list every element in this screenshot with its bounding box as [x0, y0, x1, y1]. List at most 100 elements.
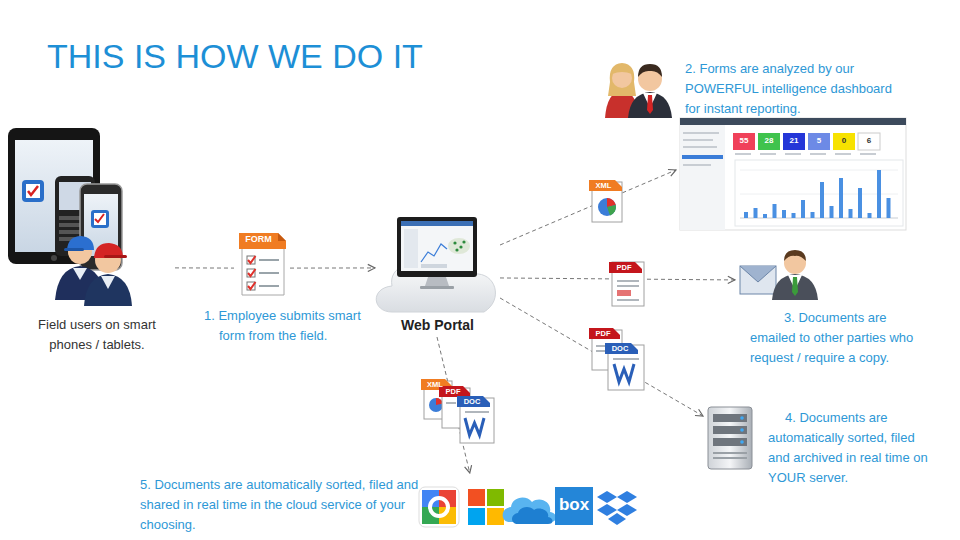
- doc-file-icon: [465, 411, 489, 413]
- web-portal-cloud: [376, 258, 495, 312]
- google-logo: [422, 490, 439, 507]
- doc-file-icon: [613, 358, 639, 360]
- xml-report-icon: [589, 180, 622, 222]
- dashboard-screenshot: [858, 188, 862, 218]
- form-icon: [248, 269, 256, 276]
- field-user-figure: [101, 276, 115, 289]
- dashed-flow-arrow: [500, 278, 735, 280]
- dashed-flow-arrow: [437, 337, 470, 473]
- dashed-flow-arrow: [500, 170, 676, 245]
- web-portal-monitor: [404, 229, 418, 268]
- xml-report-icon: [607, 198, 616, 207]
- web-portal-monitor: [401, 221, 473, 226]
- server-icon: [708, 407, 752, 469]
- dashboard-screenshot: [680, 118, 906, 230]
- file-type-tag: PDF: [589, 330, 617, 338]
- dashboard-screenshot: [783, 133, 805, 150]
- dashboard-screenshot: [683, 164, 711, 166]
- dashed-flow-arrow: [175, 267, 234, 268]
- dashboard-screenshot: [860, 153, 876, 155]
- file-type-tag: PDF: [439, 388, 467, 396]
- dashboard-screenshot: [811, 212, 815, 218]
- pdf-file-icon: [439, 386, 470, 428]
- web-portal-monitor: [397, 217, 477, 277]
- tablet-device: [22, 180, 44, 202]
- server-icon: [740, 416, 744, 420]
- logo-text: box: [555, 496, 593, 513]
- web-portal: Web Portal: [375, 215, 500, 337]
- field-user-figure: [73, 268, 87, 280]
- dashboard-screenshot: [758, 133, 780, 150]
- web-portal-monitor: [425, 277, 449, 286]
- form-icon: [247, 269, 255, 277]
- web-portal-monitor: [397, 217, 477, 289]
- form-icon: [278, 233, 286, 241]
- doc-file-icon: [457, 396, 494, 443]
- web-portal-monitor: [421, 244, 447, 262]
- web-portal-cloud: [376, 258, 495, 312]
- web-portal-monitor: [448, 238, 470, 254]
- dashboard-screenshot: [683, 132, 719, 134]
- office-logo: [487, 508, 504, 525]
- dashboard-screenshot: [735, 153, 751, 155]
- box-logo: [555, 487, 593, 525]
- node-text: 5. Documents are automatically sorted, f…: [140, 475, 420, 535]
- dashboard-screenshot: [760, 153, 776, 155]
- smartphone: [59, 230, 91, 234]
- box-logo: [555, 487, 593, 525]
- xml-report-icon: [421, 379, 452, 419]
- smartphone: [80, 184, 122, 270]
- server-icon: [713, 414, 747, 422]
- onedrive-logo: [503, 497, 556, 522]
- analyst-figure: [638, 67, 662, 91]
- dashed-flow-arrow: [500, 298, 703, 416]
- kpi-number: 55: [733, 137, 755, 145]
- dashboard-screenshot: [833, 133, 855, 150]
- analyst-figure: [628, 92, 672, 118]
- doc-file-icon: [465, 418, 484, 435]
- recipient-figure: [792, 277, 798, 296]
- form-icon: [248, 282, 256, 289]
- dashboard-screenshot: [887, 198, 891, 218]
- dashboard-screenshot: [683, 146, 717, 148]
- dropbox-logo: [597, 491, 617, 503]
- form-icon: [247, 256, 255, 264]
- field-user-figure: [94, 243, 123, 258]
- doc-file-icon: [457, 396, 490, 407]
- dropbox-logo: [597, 504, 617, 516]
- pdf-file-icon: [446, 402, 456, 404]
- pdf-file-icon: [439, 386, 470, 397]
- dashboard-screenshot: [740, 170, 898, 171]
- pdf-file-icon: [596, 345, 606, 347]
- smartphone: [94, 213, 106, 225]
- dashboard-screenshot: [835, 153, 851, 155]
- office-logo: [468, 489, 485, 506]
- analyst-figure: [643, 93, 657, 108]
- form-icon: [259, 259, 279, 261]
- pdf-file-icon: [589, 328, 620, 339]
- node-text: 1. Employee submits smart form from the …: [204, 306, 366, 346]
- node-text: Field users on smart phones / tablets.: [27, 315, 167, 355]
- node-text: Web Portal: [375, 315, 500, 335]
- field-user-figure: [67, 236, 94, 250]
- dashboard-screenshot: [735, 160, 903, 226]
- dashboard-screenshot: [801, 200, 805, 218]
- field-user-figure: [95, 247, 121, 273]
- email-envelope: [740, 266, 776, 294]
- dashboard-screenshot: [810, 153, 826, 155]
- server-step: 4. Documents are automatically sorted, f…: [703, 405, 935, 483]
- xml-report-icon: [598, 198, 616, 216]
- form-icon: [239, 233, 286, 249]
- node-text: 3. Documents are emailed to other partie…: [750, 308, 918, 368]
- pdf-file-icon: [596, 350, 606, 352]
- dashboard-screenshot: [740, 218, 898, 219]
- web-portal-monitor: [453, 241, 456, 244]
- tablet-device: [8, 128, 100, 264]
- form-icon: [239, 233, 286, 295]
- dropbox-logo: [617, 504, 637, 516]
- dashboard-screenshot: [680, 118, 906, 125]
- dashboard-screenshot: [680, 118, 906, 230]
- xml-report-icon: [436, 398, 443, 405]
- dashboard-screenshot: [785, 153, 801, 155]
- web-portal-monitor: [421, 264, 447, 268]
